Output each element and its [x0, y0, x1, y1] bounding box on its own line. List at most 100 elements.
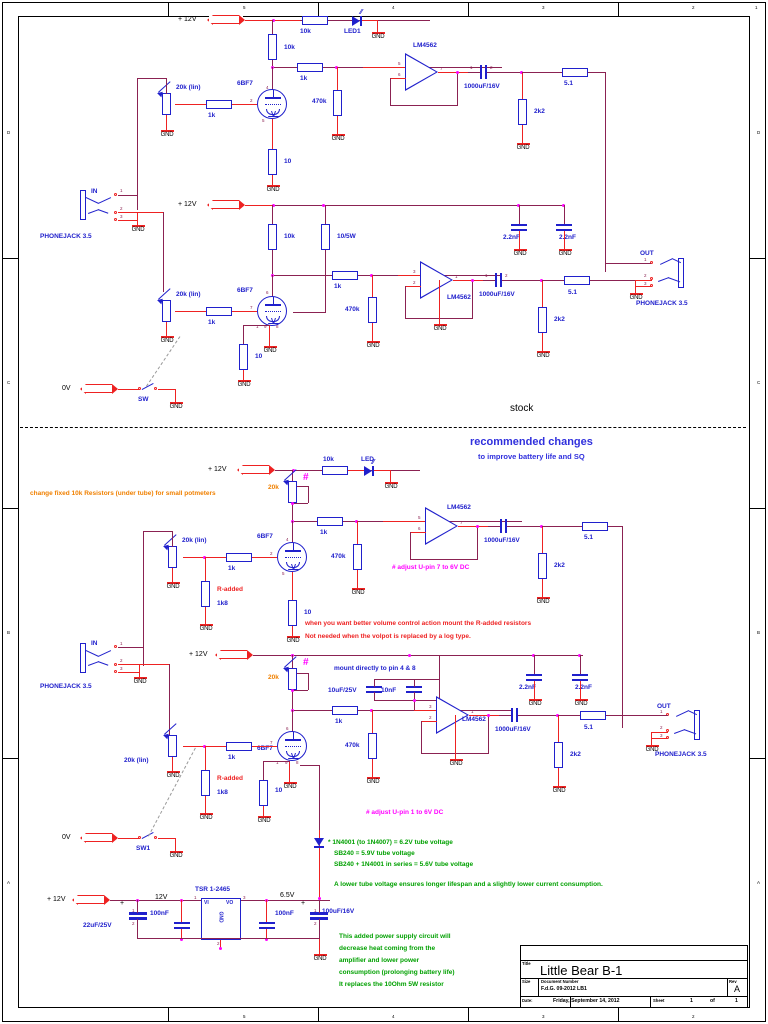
gnd-label: GND: [366, 778, 380, 785]
rev-value: A: [734, 984, 741, 994]
gnd-symbol: GND: [132, 677, 148, 685]
gnd-label: GND: [536, 352, 550, 359]
resistor-10k-led-a-label: 10k: [300, 28, 311, 35]
capacitor-2p2nf-mod-1: [526, 674, 542, 681]
gnd-symbol: GND: [383, 482, 399, 490]
sheet-label: Sheet: [653, 998, 665, 1003]
resistor-5p1-b: [564, 276, 590, 285]
gnd-symbol: GND: [573, 699, 589, 707]
junction: [471, 279, 474, 282]
gnd-label: GND: [199, 625, 213, 632]
frame-col-3-b: 3: [542, 1014, 545, 1019]
title-block-divider: [520, 978, 748, 979]
capacitor-1000uf-a-label: 1000uF/16V: [464, 83, 500, 90]
section-subtitle-recommended: to improve battery life and SQ: [478, 452, 585, 461]
gnd-symbol: GND: [285, 636, 301, 644]
note-green-diode-2: SB240 = 5.9V tube voltage: [334, 850, 415, 857]
junction: [180, 938, 183, 941]
docnum-label: Document Number: [541, 979, 579, 984]
note-green-psu-2: decrease heat coming from the: [339, 945, 436, 952]
capacitor-100nf-1: [174, 922, 190, 929]
capacitor-1000uf-mod-b-label: 1000uF/16V: [495, 726, 531, 733]
gnd-symbol: GND: [535, 597, 551, 605]
resistor-2k2-a-label: 2k2: [534, 108, 545, 115]
gnd-label: GND: [351, 589, 365, 596]
capacitor-100nf-1-label: 100nF: [150, 910, 169, 917]
resistor-2k2-b: [538, 307, 547, 333]
capacitor-2p2nf-2-label: 2.2nF: [559, 234, 576, 241]
trimmer-adjust-marker-b: #: [303, 657, 309, 668]
title-block-divider: [727, 978, 728, 996]
junction: [562, 204, 565, 207]
gnd-label: GND: [257, 817, 271, 824]
frame-tick: [318, 2, 319, 16]
opamp-pin-2: 2: [413, 280, 416, 285]
supply-label-12v-b: + 12V: [178, 201, 197, 208]
junction: [456, 71, 459, 74]
gnd-symbol: GND: [512, 249, 528, 257]
capacitor-2p2nf-1-label: 2.2nF: [503, 234, 520, 241]
junction: [291, 689, 294, 692]
resistor-1k-grid-mod-b-label: 1k: [228, 754, 236, 761]
frame-row-b: B: [7, 630, 11, 635]
resistor-2k2-b-label: 2k2: [554, 316, 565, 323]
tube-pin-9: 9: [264, 324, 267, 329]
gnd-label: GND: [331, 135, 345, 142]
opamp-lm4562-b-label: LM4562: [447, 294, 471, 301]
sheet-number: 1: [690, 998, 693, 1004]
note-adjust-pin7: # adjust U-pin 7 to 6V DC: [392, 564, 470, 571]
r-added-mod-b-label: R-added: [217, 775, 243, 782]
title-label: Title: [522, 961, 531, 966]
junction: [272, 19, 275, 22]
gnd-label: GND: [366, 342, 380, 349]
note-green-psu-4: consumption (prolonging battery life): [339, 969, 455, 976]
regulator-pin-vi-label: VI: [204, 900, 209, 906]
gnd-symbol: GND: [198, 813, 214, 821]
junction: [517, 204, 520, 207]
gnd-symbol: GND: [365, 777, 381, 785]
junction: [318, 897, 321, 900]
section-divider: [20, 427, 746, 428]
capacitor-100uf-16v-label: 100uF/16V: [322, 908, 355, 915]
voltage-label-12v-psu: 12V: [155, 894, 168, 901]
capacitor-1000uf-mod-a-label: 1000uF/16V: [484, 537, 520, 544]
capacitor-1000uf-a: [480, 65, 487, 79]
gnd-symbol: GND: [168, 402, 184, 410]
gnd-label: GND: [266, 186, 280, 193]
gnd-label: GND: [131, 226, 145, 233]
frame-tick: [468, 1008, 469, 1022]
resistor-1k-coupling-mod-a: [317, 517, 343, 526]
switch-sw1-label[interactable]: SW1: [136, 845, 151, 852]
note-green-psu-5: It replaces the 10Ohm 5W resistor: [339, 981, 444, 988]
gnd-label: GND: [574, 700, 588, 707]
switch-sw-label[interactable]: SW: [138, 396, 149, 403]
capacitor-2p2nf-1: [511, 224, 527, 231]
resistor-470k-mod-b: [368, 733, 377, 759]
gnd-symbol: GND: [282, 782, 298, 790]
junction: [476, 525, 479, 528]
tube-pin-1: 1: [256, 324, 259, 329]
regulator-tsr-1-2465: [201, 898, 241, 940]
resistor-1k-coupling-b: [332, 271, 358, 280]
frame-row-c-r: C: [757, 380, 761, 385]
junction: [578, 654, 581, 657]
frame-col-4: 4: [392, 5, 395, 10]
title-block-divider: [520, 960, 748, 961]
jack-pin-2: 2: [120, 206, 123, 211]
junction: [540, 279, 543, 282]
frame-tick: [618, 1008, 619, 1022]
potentiometer-20k-mod-a-label: 20k (lin): [182, 537, 207, 544]
resistor-5p1-mod-a: [582, 522, 608, 531]
frame-tick: [750, 258, 766, 259]
potentiometer-20k-mod-b[interactable]: [168, 735, 177, 757]
capacitor-2p2nf-mod-2: [572, 674, 588, 681]
power-port-0v-mod: [80, 833, 118, 843]
power-port-12v-psu: [72, 895, 110, 905]
resistor-5p1-a-label: 5.1: [564, 80, 574, 87]
voltage-label-6p5v: 6.5V: [280, 892, 295, 899]
gnd-label: GND: [433, 325, 447, 332]
note-green-diode-4: A lower tube voltage ensures longer life…: [334, 881, 603, 888]
resistor-10k-plate-b: [268, 224, 277, 250]
tube-6bf7-mod-a-label: 6BF7: [257, 533, 273, 540]
potentiometer-20k-b[interactable]: [162, 300, 171, 322]
